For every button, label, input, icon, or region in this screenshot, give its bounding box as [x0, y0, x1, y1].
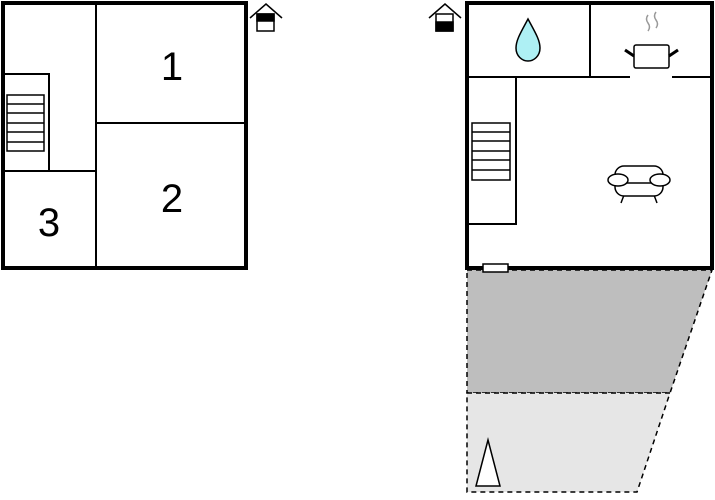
room-label-1: 1: [161, 45, 183, 89]
stairs-icon: [471, 122, 511, 181]
house-upper-floor-icon: [249, 3, 283, 32]
room-label-2: 2: [161, 177, 183, 221]
stairwell-wall: [3, 73, 50, 171]
terrace-open: [466, 392, 672, 493]
room-label-3: 3: [38, 201, 60, 245]
sofa-icon: [607, 165, 671, 204]
house-ground-floor-icon: [428, 3, 462, 32]
tent-icon: [475, 437, 501, 487]
terrace-covered: [466, 269, 714, 394]
stairwell-wall: [467, 77, 517, 225]
water-drop-icon: [515, 17, 541, 62]
entrance-door: [482, 263, 509, 273]
outer-wall: [1, 1, 248, 270]
upper-floor-plan: [1, 1, 248, 270]
ground-floor-plan: [465, 1, 714, 273]
cooking-pot-icon: [624, 11, 679, 69]
stairs-icon: [6, 94, 45, 152]
